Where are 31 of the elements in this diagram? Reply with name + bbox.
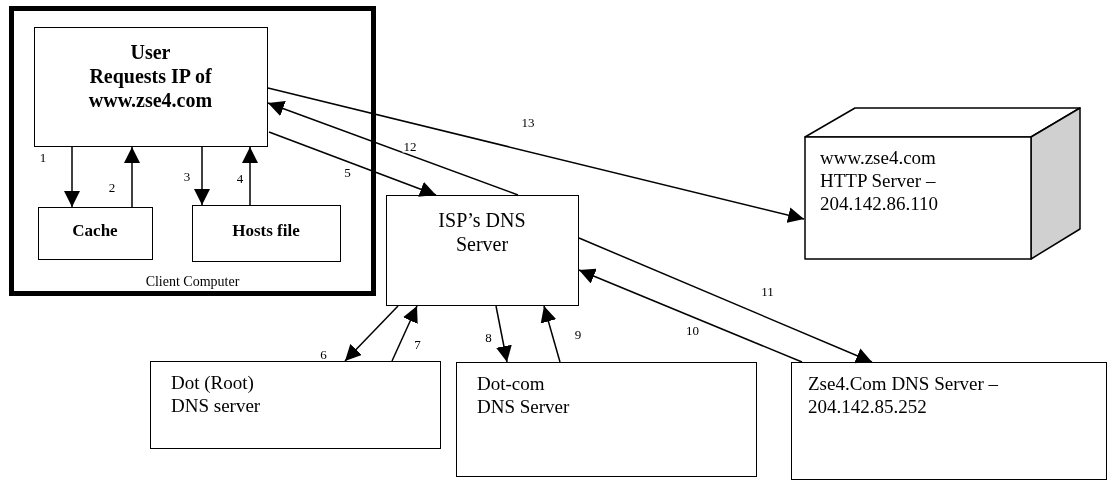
process-box <box>38 207 153 260</box>
arrow <box>391 305 418 362</box>
arrow <box>194 146 210 206</box>
arrow <box>124 146 140 208</box>
process-box <box>34 27 268 147</box>
process-box <box>192 205 341 262</box>
box-label: User <box>129 40 172 64</box>
box-label: Zse4.Com DNS Server – 204.142.85.252 <box>808 373 999 419</box>
box-label: ISP’s DNS Server <box>437 208 527 256</box>
arrow <box>578 237 873 364</box>
arrow <box>267 87 805 223</box>
computer-frame <box>9 6 376 296</box>
box-label: Requests IP of www.zse4.com <box>87 64 214 112</box>
box-label: Hosts file <box>231 221 301 242</box>
box-label: Dot-com DNS Server <box>477 373 571 419</box>
arrow <box>242 146 258 206</box>
server-box <box>150 361 441 449</box>
arrow <box>578 268 803 363</box>
arrow <box>495 305 512 363</box>
box-label: www.zse4.com HTTP Server – 204.142.86.110 <box>820 147 940 216</box>
server-box <box>791 362 1107 480</box>
box-label: Client Computer <box>144 274 241 291</box>
box-label: Dot (Root) DNS server <box>171 372 262 418</box>
arrow <box>268 131 437 197</box>
server-box <box>456 362 757 477</box>
arrow <box>64 146 80 208</box>
arrow <box>344 305 399 362</box>
box-label: Cache <box>71 221 119 242</box>
server-box <box>386 195 579 306</box>
arrow <box>267 101 519 196</box>
arrow <box>540 305 561 363</box>
